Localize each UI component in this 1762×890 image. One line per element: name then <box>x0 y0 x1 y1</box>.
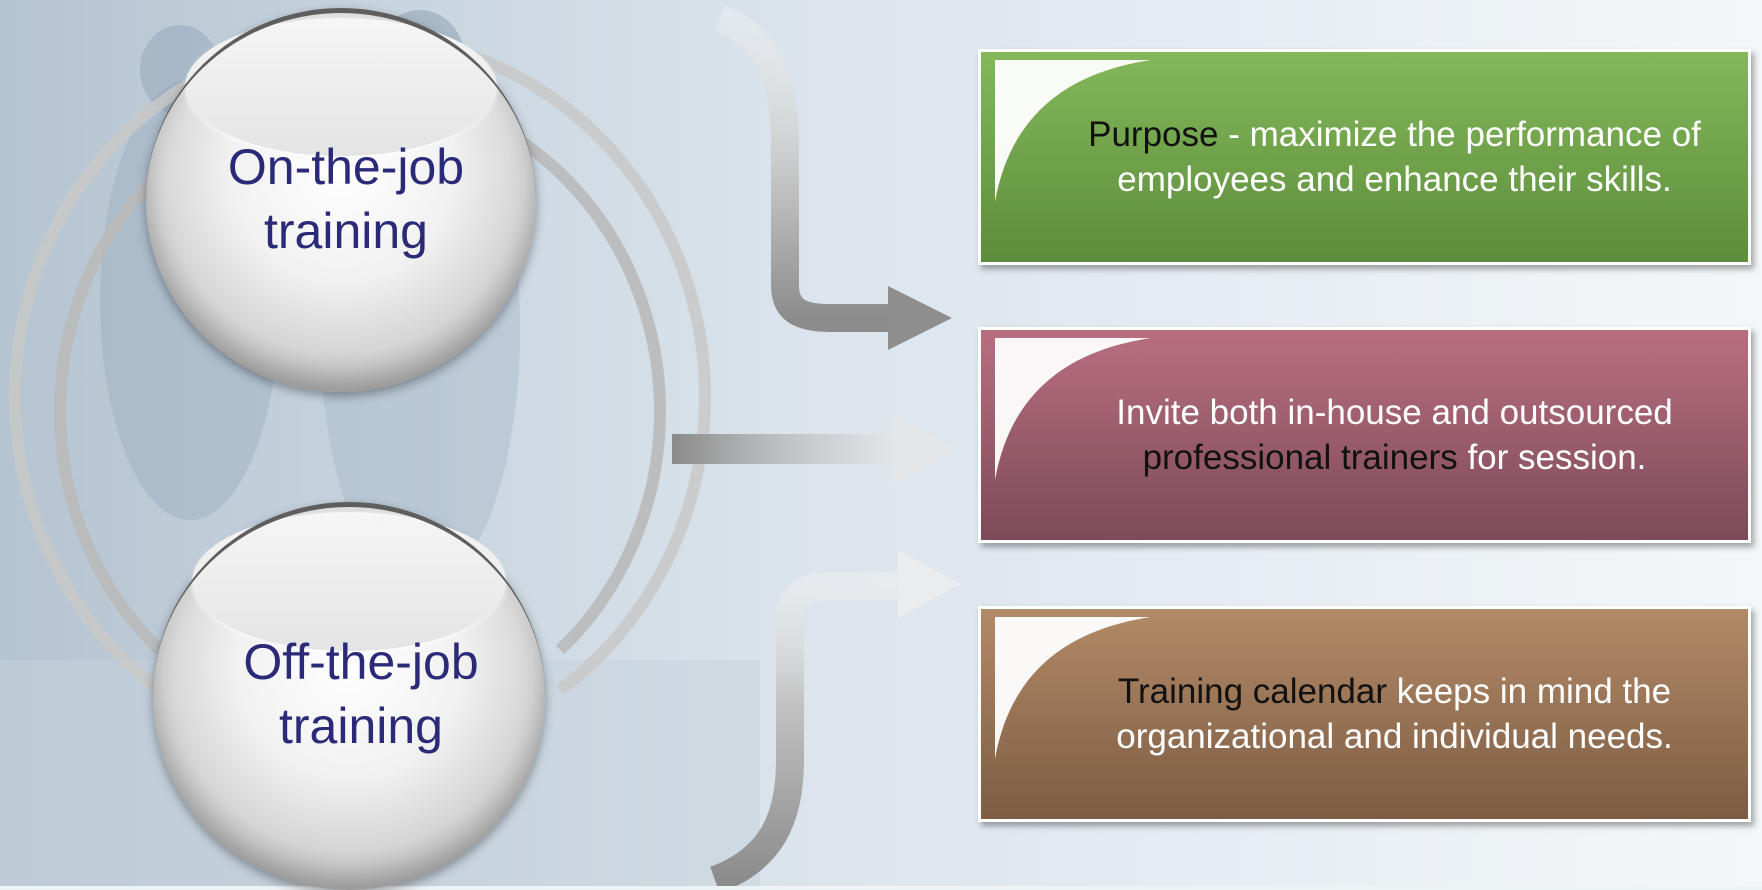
trainers-body: for session. <box>1457 438 1647 477</box>
purpose-box: Purpose - maximize the performance of em… <box>978 49 1751 265</box>
trainers-box: Invite both in-house and outsourced prof… <box>978 327 1751 543</box>
sphere-label-off-the-job: Off-the-job training <box>243 634 479 754</box>
calendar-highlight: Training calendar <box>1117 672 1388 711</box>
purpose-text: Purpose - maximize the performance of em… <box>1051 52 1738 262</box>
box-swoosh <box>995 617 1151 759</box>
trainers-highlight: professional trainers <box>1142 438 1458 477</box>
purpose-highlight: Purpose <box>1088 115 1219 154</box>
sphere-label-on-the-job: On-the-job training <box>227 139 465 259</box>
trainers-lead: Invite both in-house and outsourced <box>1116 393 1673 432</box>
sphere-rim <box>153 502 545 890</box>
trainers-text: Invite both in-house and outsourced prof… <box>1051 330 1738 540</box>
sphere-off-the-job <box>153 502 545 890</box>
box-swoosh <box>995 60 1151 202</box>
purpose-body: - maximize the performance of employees … <box>1117 115 1701 199</box>
calendar-box: Training calendar keeps in mind the orga… <box>978 606 1751 822</box>
calendar-body: keeps in mind the organizational and ind… <box>1116 672 1673 756</box>
sphere-on-the-job <box>146 8 536 392</box>
box-swoosh <box>995 338 1151 480</box>
calendar-text: Training calendar keeps in mind the orga… <box>1051 609 1738 819</box>
sphere-rim <box>146 8 536 392</box>
